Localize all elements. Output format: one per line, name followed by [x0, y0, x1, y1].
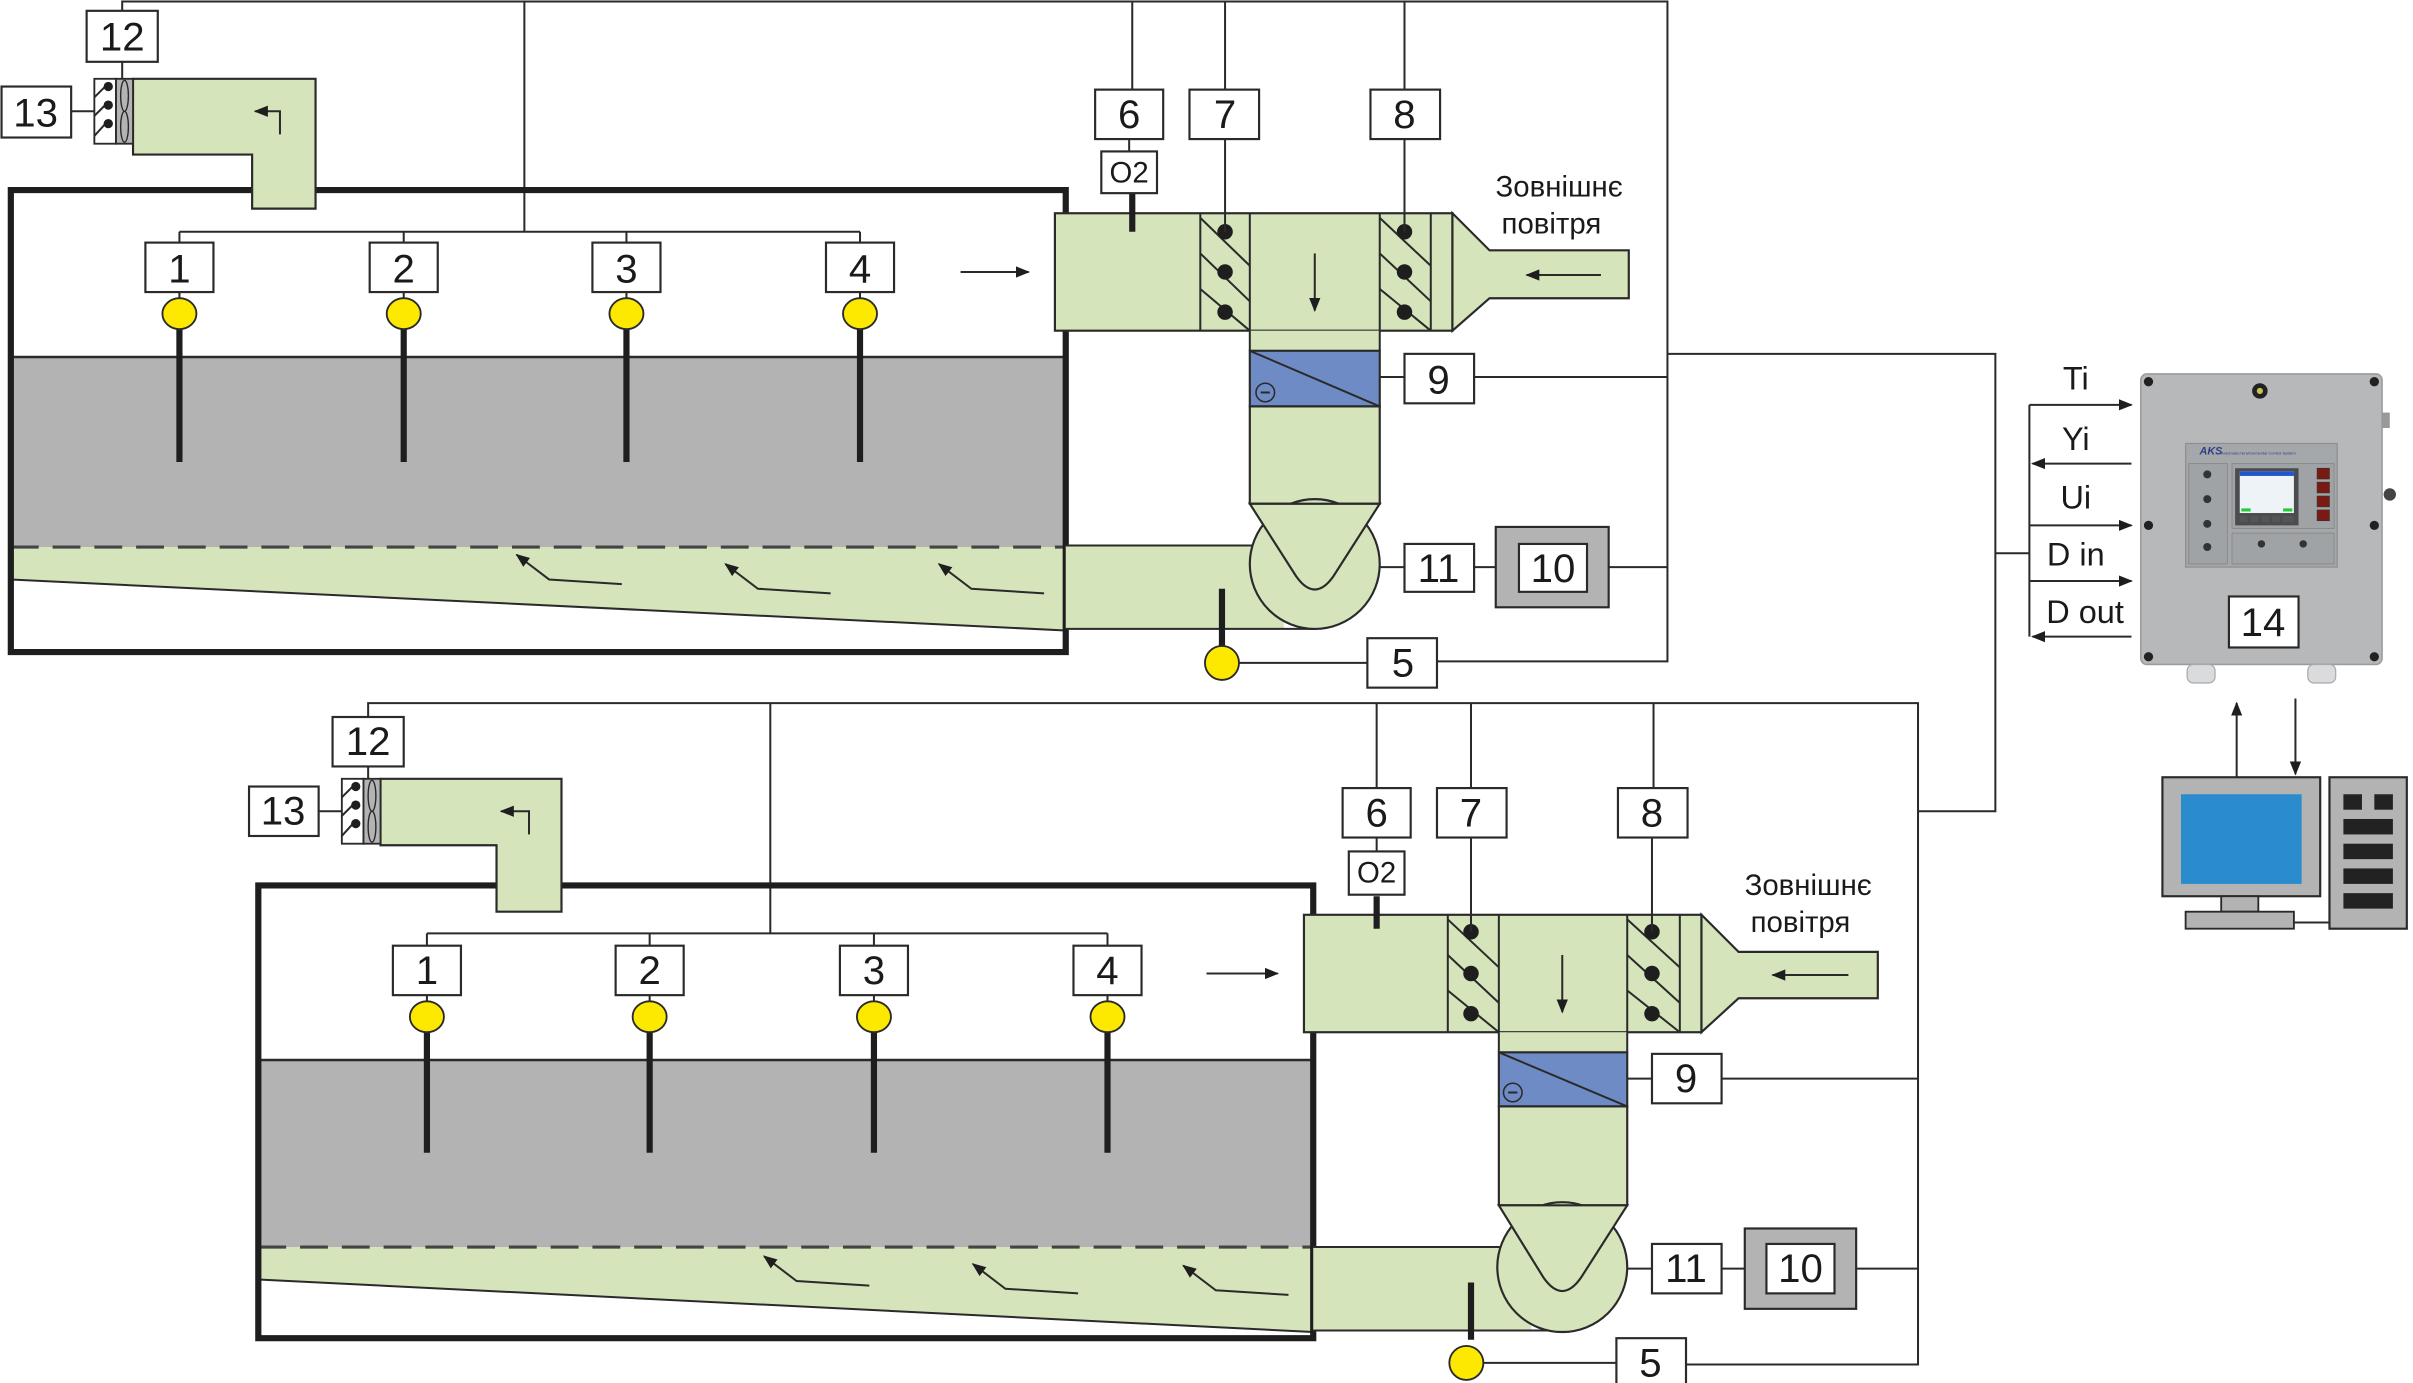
svg-text:6: 6 — [1118, 92, 1140, 137]
svg-text:8: 8 — [1393, 92, 1415, 137]
key-lock-icon — [2383, 488, 2396, 501]
probe-sensor-icon — [631, 1000, 668, 1034]
svg-text:O2: O2 — [1357, 857, 1396, 890]
signal-lines — [2029, 399, 2133, 643]
probe-sensor-icon — [608, 297, 645, 331]
svg-text:11: 11 — [1418, 546, 1460, 591]
bus-line — [121, 0, 1669, 663]
monitor-screen — [2180, 794, 2302, 884]
outside-air-label: Зовнішнє — [1496, 170, 1623, 203]
desktop-computer-icon — [2161, 776, 2408, 930]
svg-text:13: 13 — [13, 90, 58, 135]
temperature-probe-2: 2 — [368, 241, 439, 463]
controller-14[interactable]: Ti Yi Ui D in D out AKS Automated Enviro… — [1995, 361, 2396, 684]
pressure-sensor-5: 5 — [1366, 637, 1439, 689]
svg-text:4: 4 — [1096, 948, 1118, 993]
signal-ti: Ti — [2063, 361, 2089, 397]
svg-text:2: 2 — [393, 246, 415, 291]
temperature-probe-4: 4 — [1072, 944, 1143, 1153]
temperature-probe-3: 3 — [591, 241, 662, 463]
signal-d-out: D out — [2046, 594, 2124, 630]
signal-yi: Yi — [2062, 421, 2090, 457]
svg-text:6: 6 — [1365, 790, 1387, 835]
svg-text:4: 4 — [849, 246, 871, 291]
exhaust-sensor-12: 12 — [85, 9, 159, 63]
brand-label: AKS — [2199, 445, 2224, 457]
aeration-floor-duct — [258, 1247, 1314, 1333]
floor-airflow-arrows — [762, 1255, 1289, 1296]
unit-lower: 12 13 1 2 3 4 — [247, 702, 1920, 1383]
svg-text:1: 1 — [416, 948, 438, 993]
air-handling-unit — [1053, 193, 1630, 681]
bus-line — [178, 1, 862, 243]
pressure-probe-icon — [1204, 644, 1240, 681]
temperature-probe-3: 3 — [838, 944, 910, 1153]
cooler-9: 9 — [1379, 352, 1476, 405]
exhaust-damper-13: 13 — [247, 785, 320, 838]
svg-text:3: 3 — [863, 948, 885, 993]
outside-air-label: Зовнішнє — [1745, 869, 1872, 902]
brand-subtitle: Automated Environmental Control System — [2221, 450, 2296, 455]
o2-sensor-6: 6 O2 — [1341, 786, 1412, 896]
svg-text:5: 5 — [1639, 1340, 1661, 1383]
frequency-drive-10: 10 — [1494, 525, 1610, 609]
probe-sensor-icon — [855, 1000, 892, 1034]
tunnel-wall — [255, 882, 1317, 1342]
air-handling-unit — [1302, 896, 1879, 1381]
compost-pile — [258, 1060, 1314, 1248]
outside-air-label: повітря — [1751, 906, 1851, 939]
probe-sensor-icon — [1089, 1000, 1126, 1034]
cooler-9: 9 — [1627, 1052, 1723, 1105]
exhaust-sensor-12: 12 — [331, 715, 405, 768]
floor-airflow-arrows — [515, 553, 1045, 595]
frequency-drive-10: 10 — [1743, 1227, 1858, 1310]
outside-air-label: повітря — [1502, 208, 1602, 241]
exhaust-duct — [379, 777, 563, 913]
recirc-damper-7: 7 — [1435, 786, 1508, 932]
signal-d-in: D in — [2047, 537, 2105, 573]
svg-text:13: 13 — [261, 789, 306, 834]
svg-text:2: 2 — [638, 948, 660, 993]
svg-text:3: 3 — [615, 246, 637, 291]
temperature-probe-1: 1 — [391, 944, 463, 1153]
recirc-damper-7: 7 — [1188, 88, 1261, 232]
pressure-sensor-5: 5 — [1615, 1337, 1688, 1383]
probe-sensor-icon — [385, 297, 422, 331]
svg-text:7: 7 — [1460, 790, 1482, 835]
temperature-probe-1: 1 — [144, 241, 215, 463]
pressure-probe-icon — [1448, 1344, 1485, 1381]
aeration-floor-duct — [10, 547, 1066, 631]
fresh-air-damper-8: 8 — [1616, 786, 1689, 932]
compost-pile — [10, 356, 1066, 548]
svg-text:10: 10 — [1531, 546, 1576, 591]
probe-sensor-icon — [408, 1000, 445, 1034]
svg-text:9: 9 — [1427, 358, 1449, 403]
controller-display — [2239, 471, 2294, 514]
exhaust-damper-13: 13 — [0, 85, 73, 139]
tunnel-wall — [7, 186, 1069, 656]
operator-computer[interactable] — [2161, 698, 2408, 930]
svg-text:1: 1 — [168, 246, 190, 291]
svg-text:9: 9 — [1675, 1056, 1697, 1101]
svg-text:12: 12 — [100, 15, 145, 60]
probe-sensor-icon — [842, 297, 878, 331]
unit-upper: 12 13 1 2 3 4 — [0, 0, 1997, 813]
svg-text:8: 8 — [1641, 790, 1663, 835]
temperature-probe-2: 2 — [614, 944, 685, 1153]
fan-motor-11: 11 — [1379, 542, 1496, 593]
o2-sensor-6: 6 O2 — [1094, 88, 1165, 195]
fresh-air-damper-8: 8 — [1369, 88, 1442, 232]
svg-text:10: 10 — [1778, 1246, 1823, 1291]
svg-text:O2: O2 — [1110, 157, 1149, 190]
svg-text:7: 7 — [1214, 92, 1236, 137]
temperature-probe-4: 4 — [824, 241, 896, 463]
svg-text:5: 5 — [1392, 640, 1414, 685]
svg-text:12: 12 — [346, 719, 391, 764]
probe-sensor-icon — [161, 297, 198, 331]
controller-label: 14 — [2241, 600, 2286, 645]
svg-text:11: 11 — [1665, 1246, 1707, 1291]
signal-ui: Ui — [2060, 480, 2091, 516]
fan-motor-11: 11 — [1627, 1242, 1745, 1295]
